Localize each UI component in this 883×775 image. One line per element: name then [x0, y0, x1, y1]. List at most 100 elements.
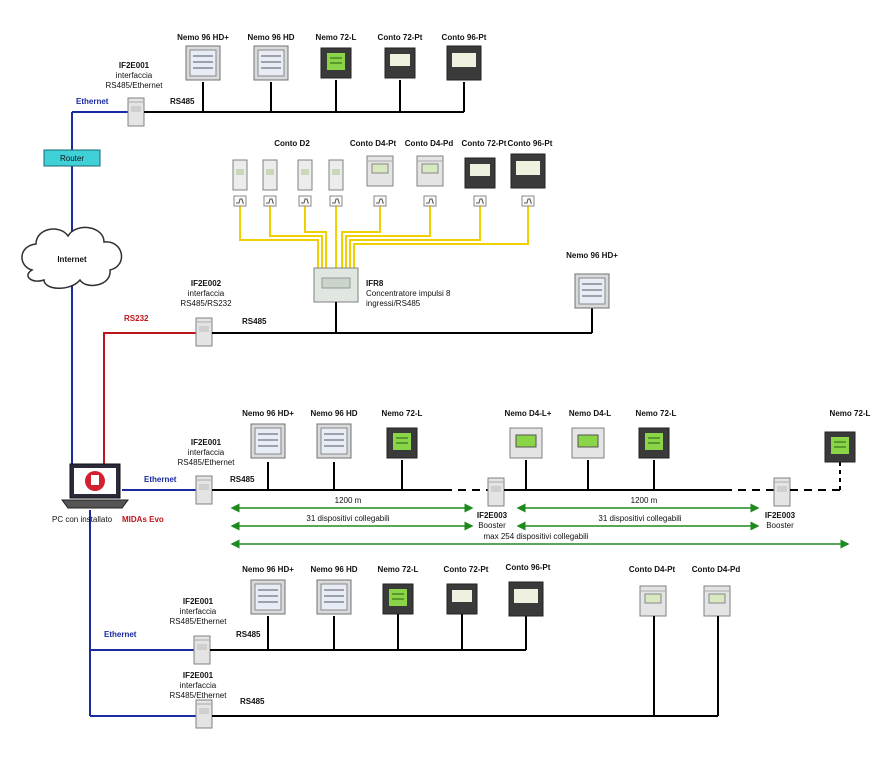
row4-device-label: Conto D4-Pd	[692, 565, 741, 574]
row3-eth-label: Ethernet	[144, 475, 177, 484]
row3-count2: 31 dispositivi collegabili	[598, 514, 681, 523]
row4-interface-name: IF2E001	[183, 597, 214, 606]
row3-dist2: 1200 m	[631, 496, 658, 505]
pulse-output-icon	[373, 195, 387, 207]
pulse-output-icon	[329, 195, 343, 207]
row3-booster2-l1: Booster	[766, 521, 794, 530]
row5-interface-l2: RS485/Ethernet	[170, 691, 228, 700]
row3-booster1-name: IF2E003	[477, 511, 508, 520]
pulse-wires	[239, 206, 529, 270]
row1-device-label: Nemo 96 HD	[247, 33, 294, 42]
row3-device-label: Nemo D4-L	[569, 409, 611, 418]
concentrator-l1: Concentratore impulsi 8	[366, 289, 451, 298]
row5-interface-device	[195, 699, 213, 729]
pulse-output-icon	[473, 195, 487, 207]
row3-device-nemo-72-l	[638, 427, 670, 459]
row1-device-label: Nemo 96 HD+	[177, 33, 229, 42]
row1-device-nemo-72-l	[320, 47, 352, 79]
row4-bus-label: RS485	[236, 630, 261, 639]
row5-bus-label: RS485	[240, 697, 265, 706]
row1-device-nemo-96-hd	[253, 45, 289, 81]
row3-dist1: 1200 m	[335, 496, 362, 505]
pc-software: MIDAs Evo	[122, 515, 164, 524]
row2-device-label: Conto 96-Pt	[508, 139, 553, 148]
row4-device-label: Conto 96-Pt	[506, 563, 551, 572]
row3-booster2-device	[773, 477, 791, 507]
row3-device-label: Nemo 72-L	[636, 409, 677, 418]
row2-interface-name: IF2E002	[191, 279, 222, 288]
pulse-output-icon	[521, 195, 535, 207]
row2-device-conto-d2	[328, 159, 344, 191]
concentrator-ifr8	[313, 267, 359, 303]
row2-device-conto-96-pt	[510, 153, 546, 189]
row4-interface-device	[193, 635, 211, 665]
row4-device-label: Nemo 96 HD	[310, 565, 357, 574]
row3-booster2-name: IF2E003	[765, 511, 796, 520]
row2-device-conto-72-pt	[464, 157, 496, 189]
row3-device-nemo-96-hd-plus	[250, 423, 286, 459]
pulse-output-icon	[298, 195, 312, 207]
row3-interface-name: IF2E001	[191, 438, 222, 447]
row3-count1: 31 dispositivi collegabili	[306, 514, 389, 523]
row4-device-label: Conto 72-Pt	[444, 565, 489, 574]
row1-interface-l2: RS485/Ethernet	[106, 81, 164, 90]
pulse-output-icon	[423, 195, 437, 207]
row1-device-nemo-96-hd-plus	[185, 45, 221, 81]
row3-interface-l2: RS485/Ethernet	[178, 458, 236, 467]
row2-interface-device	[195, 317, 213, 347]
concentrator-name: IFR8	[366, 279, 384, 288]
row3-device-label: Nemo D4-L+	[505, 409, 552, 418]
row4-device-nemo-72-l	[382, 583, 414, 615]
row3-device-nemo-96-hd	[316, 423, 352, 459]
row3-bus-label: RS485	[230, 475, 255, 484]
router: Router	[43, 149, 101, 167]
row3-device-nemo-d4-l-plus	[509, 427, 543, 459]
row1-interface-l1: interfaccia	[116, 71, 153, 80]
rs232-link	[103, 332, 196, 468]
row1-bus-label: RS485	[170, 97, 195, 106]
row4-device-conto-72-pt	[446, 583, 478, 615]
pulse-output-icon	[233, 195, 247, 207]
row2-device-conto-d4-pd	[416, 155, 444, 187]
pc-caption: PC con installato	[52, 515, 113, 524]
row4-device-label: Nemo 72-L	[378, 565, 419, 574]
row2-interface-l2: RS485/RS232	[180, 299, 232, 308]
row3-device-label: Nemo 96 HD+	[242, 409, 294, 418]
row1-device-conto-72-pt	[384, 47, 416, 79]
row2-device-label: Conto D4-Pt	[350, 139, 397, 148]
row3-device-nemo-d4-l	[571, 427, 605, 459]
internet-label: Internet	[57, 255, 87, 264]
internet-cloud: Internet	[21, 226, 123, 289]
row1-eth-label: Ethernet	[76, 97, 109, 106]
row1-interface-name: IF2E001	[119, 61, 150, 70]
row4-device-conto-d4-pt	[639, 585, 667, 617]
row5-interface-l1: interfaccia	[180, 681, 217, 690]
row2-device-conto-d4-pt	[366, 155, 394, 187]
row2-rs232-label: RS232	[124, 314, 149, 323]
row3-device-label: Nemo 72-L	[382, 409, 423, 418]
row2-device-conto-d2	[232, 159, 248, 191]
row4-eth-label: Ethernet	[104, 630, 137, 639]
row4-device-conto-d4-pd	[703, 585, 731, 617]
router-label: Router	[60, 154, 84, 163]
row2-device-conto-d2	[297, 159, 313, 191]
row2-device-label: Conto D4-Pd	[405, 139, 454, 148]
row4-device-nemo-96-hd-plus	[250, 579, 286, 615]
row4-device-nemo-96-hd	[316, 579, 352, 615]
pulse-output-icon	[263, 195, 277, 207]
row3-device-label: Nemo 96 HD	[310, 409, 357, 418]
row2-interface-l1: interfaccia	[188, 289, 225, 298]
row2-device-label: Conto D2	[274, 139, 310, 148]
row3-device-end-nemo-72-l	[824, 431, 856, 463]
row2-device-nemo-96-hd-plus	[574, 273, 610, 309]
row4-interface-l1: interfaccia	[180, 607, 217, 616]
row3-device-nemo-72-l	[386, 427, 418, 459]
pc-laptop	[61, 463, 129, 509]
row2-device-label: Conto 72-Pt	[462, 139, 507, 148]
row3-count-total: max 254 dispositivi collegabili	[484, 532, 589, 541]
row3-interface-l1: interfaccia	[188, 448, 225, 457]
row3-booster1-device	[487, 477, 505, 507]
concentrator-l2: ingressi/RS485	[366, 299, 421, 308]
row1-device-label: Conto 72-Pt	[378, 33, 423, 42]
